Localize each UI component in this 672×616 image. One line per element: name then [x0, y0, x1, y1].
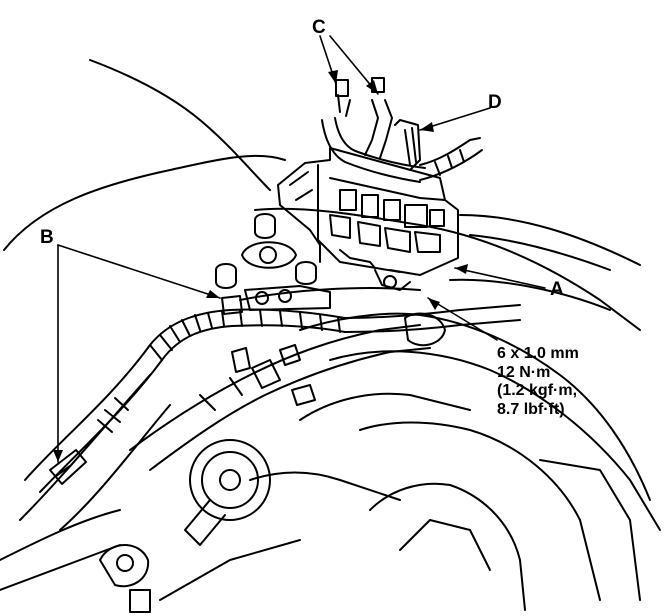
torque-spec: 6 x 1.0 mm 12 N·m (1.2 kgf·m, 8.7 lbf·ft…	[497, 345, 579, 419]
leader-a	[454, 267, 546, 289]
torque-nm: 12 N·m	[497, 363, 551, 381]
grommets	[215, 213, 331, 315]
wiring-harness	[19, 304, 521, 531]
leader-lines	[57, 35, 546, 463]
bolt-size: 6 x 1.0 mm	[497, 345, 579, 362]
callout-c: C	[312, 17, 326, 38]
upper-harness	[321, 77, 483, 183]
relay-box	[277, 147, 459, 291]
callout-d: D	[488, 92, 502, 113]
leader-torque	[427, 297, 498, 341]
torque-kgfm: (1.2 kgf·m,	[497, 382, 578, 399]
callout-b: B	[40, 227, 54, 248]
leader-b-upper	[57, 244, 221, 299]
callout-a: A	[550, 279, 564, 300]
leader-arrowheads	[53, 70, 468, 462]
engine-block	[249, 312, 661, 611]
torque-lbfft: 8.7 lbf·ft)	[497, 400, 565, 418]
hoses-and-pulleys	[0, 312, 446, 613]
